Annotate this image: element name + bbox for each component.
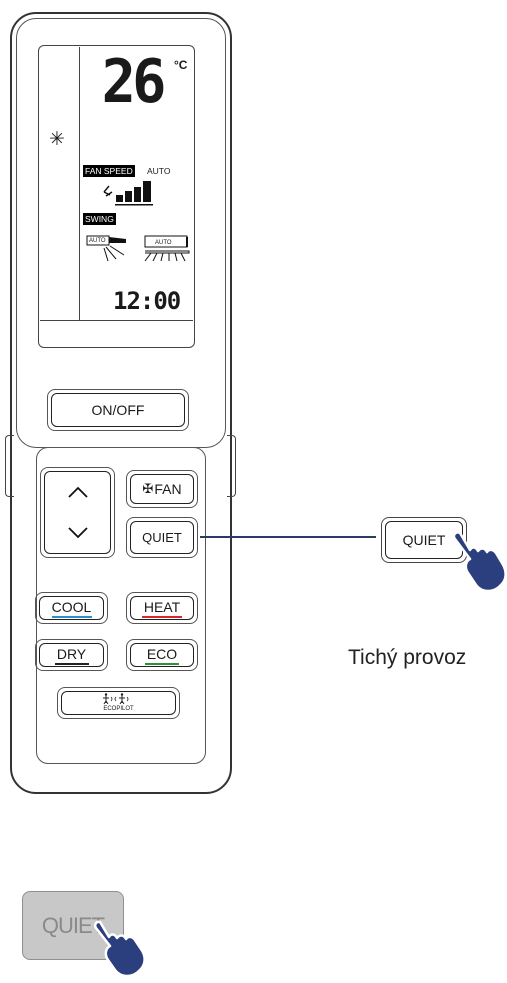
swing-horizontal-tag: AUTO bbox=[155, 240, 172, 246]
swing-vertical-tag: AUTO bbox=[89, 238, 106, 244]
cool-button-frame: COOL bbox=[35, 592, 108, 624]
eco-button-label: ECO bbox=[146, 645, 178, 662]
eco-button-frame: ECO bbox=[126, 639, 198, 671]
swing-label: SWING bbox=[83, 213, 116, 225]
fan-button-frame: ✠ FAN bbox=[126, 470, 198, 508]
quiet-caption: Tichý provoz bbox=[348, 646, 467, 669]
fan-speed-label: FAN SPEED bbox=[83, 165, 135, 177]
eco-underline bbox=[145, 662, 179, 665]
hand-pointer-icon bbox=[452, 531, 507, 593]
clock-display: 12:00 bbox=[113, 287, 181, 315]
temperature-display: 26 bbox=[101, 47, 167, 117]
callout-connector-line bbox=[200, 536, 376, 538]
person-sensor-icon bbox=[102, 692, 128, 704]
chevron-up-icon[interactable] bbox=[67, 485, 89, 499]
temperature-unit: °C bbox=[174, 58, 188, 72]
temp-arrow-frame bbox=[40, 467, 115, 558]
lcd-bottom-line bbox=[40, 320, 193, 321]
fan-speed-bars-icon bbox=[103, 181, 153, 206]
hand-pointer-icon-pressed bbox=[94, 920, 146, 978]
on-off-button[interactable]: ON/OFF bbox=[51, 393, 185, 427]
cool-button-label: COOL bbox=[51, 598, 92, 615]
on-off-button-frame: ON/OFF bbox=[47, 389, 189, 431]
fan-icon: ✠ bbox=[142, 481, 154, 496]
eco-button[interactable]: ECO bbox=[130, 643, 194, 667]
swing-horizontal-icon bbox=[144, 235, 190, 262]
dry-button-label: DRY bbox=[56, 645, 87, 662]
quiet-callout-frame: QUIET bbox=[381, 517, 467, 563]
heat-button-frame: HEAT bbox=[126, 592, 198, 624]
dry-button[interactable]: DRY bbox=[39, 643, 104, 667]
swing-vertical-icon bbox=[86, 235, 126, 262]
fan-button[interactable]: ✠ FAN bbox=[130, 474, 194, 504]
cool-underline bbox=[51, 615, 92, 618]
heat-button[interactable]: HEAT bbox=[130, 596, 194, 620]
dry-underline bbox=[54, 662, 89, 665]
quiet-callout-button[interactable]: QUIET bbox=[385, 521, 463, 559]
ecopilot-button[interactable]: ECOPILOT bbox=[61, 691, 176, 715]
heat-underline bbox=[142, 615, 182, 618]
cool-button[interactable]: COOL bbox=[39, 596, 104, 620]
fan-speed-value: AUTO bbox=[147, 166, 171, 176]
quiet-button[interactable]: QUIET bbox=[130, 521, 194, 554]
remote-side-tab-left bbox=[5, 435, 14, 497]
ecopilot-button-label: ECOPILOT bbox=[103, 705, 134, 712]
heat-button-label: HEAT bbox=[143, 598, 181, 615]
lcd-divider bbox=[79, 47, 80, 320]
chevron-down-icon[interactable] bbox=[67, 526, 89, 540]
temp-arrow-button[interactable] bbox=[44, 471, 111, 554]
dry-button-frame: DRY bbox=[35, 639, 108, 671]
snowflake-icon: ✳ bbox=[49, 129, 65, 150]
quiet-button-frame: QUIET bbox=[126, 517, 198, 558]
remote-side-tab-right bbox=[227, 435, 236, 497]
fan-button-label: FAN bbox=[154, 481, 182, 497]
ecopilot-button-frame: ECOPILOT bbox=[57, 687, 180, 719]
